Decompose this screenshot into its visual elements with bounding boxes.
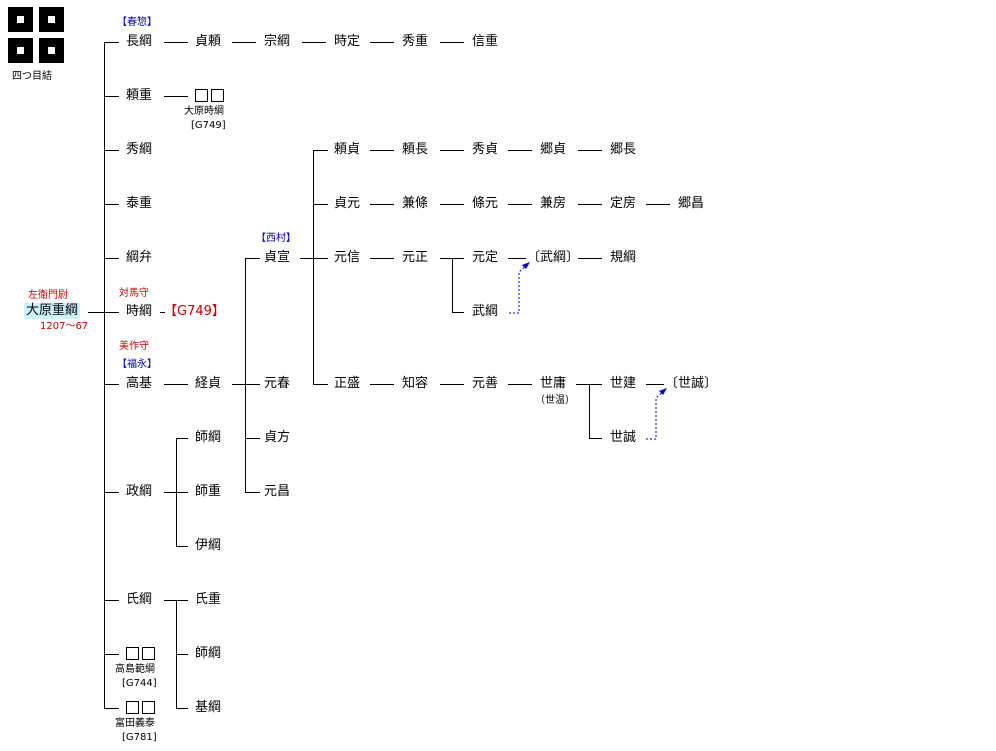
title-tsushima: 対馬守 [119,288,149,299]
crest-square-icon [8,38,33,63]
person-seisei-adopted: 〔世誠〕 [665,376,718,391]
unknown-name-box [142,647,155,660]
person-motomasa: 元正 [402,250,429,265]
person-gosho: 郷昌 [678,196,705,211]
arrow-head-icon [522,262,530,269]
person-motoharu: 元春 [264,376,291,391]
person-seiken: 世建 [610,376,637,391]
person-tomoyoshi: 知容 [402,376,429,391]
person-morotsuna: 師綱 [195,430,222,445]
alias-ohara-tokitsuna: 大原時綱 [184,106,224,117]
person-noritsuna: 規綱 [610,250,637,265]
person-takamoto: 高基 [126,376,153,391]
alias-tomita: 富田義泰 [115,718,155,729]
person-sadayori: 貞頼 [195,34,222,49]
alias-takashima: 高島範綱 [115,664,155,675]
crest-square-icon [8,7,33,32]
person-gosada: 郷貞 [540,142,567,157]
person-sadakata: 貞方 [264,430,291,445]
person-taketsuna: 武綱 [472,304,499,319]
person-nobushige: 信重 [472,34,499,49]
unknown-name-box [126,701,139,714]
person-koretsuna: 伊綱 [195,538,222,553]
person-motonobu: 元信 [334,250,361,265]
person-munetsuna: 宗綱 [264,34,291,49]
ref-g781: [G781] [122,732,157,743]
person-ujitsuna: 氏綱 [126,592,153,607]
person-yorinaga: 頼長 [402,142,429,157]
person-tsunesada: 経貞 [195,376,222,391]
arrow-head-icon [659,388,667,395]
person-moroshige: 師重 [195,484,222,499]
person-nagatsuna: 長綱 [126,34,153,49]
group-label-kasugaso: 【春惣】 [117,17,157,28]
person-hideshige: 秀重 [402,34,429,49]
person-sadamoto: 貞元 [334,196,361,211]
person-hidetsuna: 秀綱 [126,142,153,157]
person-kanefusa: 兼房 [540,196,567,211]
crest-square-icon [39,7,64,32]
person-seiyo: 世庸 [540,376,567,391]
unknown-name-box [126,647,139,660]
person-tokisada: 時定 [334,34,361,49]
person-taketsuna-adopted: 〔武綱〕 [527,250,580,265]
person-gonaga: 郷長 [610,142,637,157]
unknown-name-box [211,89,224,102]
person-motosada: 元定 [472,250,499,265]
group-label-fukunaga: 【福永】 [117,359,157,370]
person-motomasa-b: 元昌 [264,484,291,499]
person-tokitsuna: 時綱 [126,304,153,319]
crest-square-icon [39,38,64,63]
person-morotsuna-2: 師綱 [195,646,222,661]
person-sadafusa: 定房 [610,196,637,211]
person-seisei: 世誠 [610,430,637,445]
ref-g749-small: [G749] [191,120,226,131]
unknown-name-box [142,701,155,714]
person-mototsuna: 基綱 [195,700,222,715]
person-yorishige: 頼重 [126,88,153,103]
root-name: 大原重綱 [24,303,81,319]
person-hidesada: 秀貞 [472,142,499,157]
ref-g744: [G744] [122,678,157,689]
group-label-nishimura: 【西村】 [256,233,296,244]
crest-name: 四つ目結 [12,71,52,82]
root-years: 1207〜67 [40,321,89,332]
person-masatsuna: 政綱 [126,484,153,499]
person-yasushige: 泰重 [126,196,153,211]
person-jogen: 條元 [472,196,499,211]
person-sadanobu: 貞宣 [264,250,291,265]
person-yorisada: 頼貞 [334,142,361,157]
person-shosei: 正盛 [334,376,361,391]
title-mimasaka: 美作守 [119,341,149,352]
ref-g749: 【G749】 [164,304,225,319]
person-motoyoshi: 元善 [472,376,499,391]
alias-seion: （世温） [535,395,575,406]
person-tsunaben: 綱弁 [126,250,153,265]
person-ujishige: 氏重 [195,592,222,607]
root-title: 左衛門尉 [28,290,68,301]
person-kenjo: 兼條 [402,196,429,211]
unknown-name-box [195,89,208,102]
